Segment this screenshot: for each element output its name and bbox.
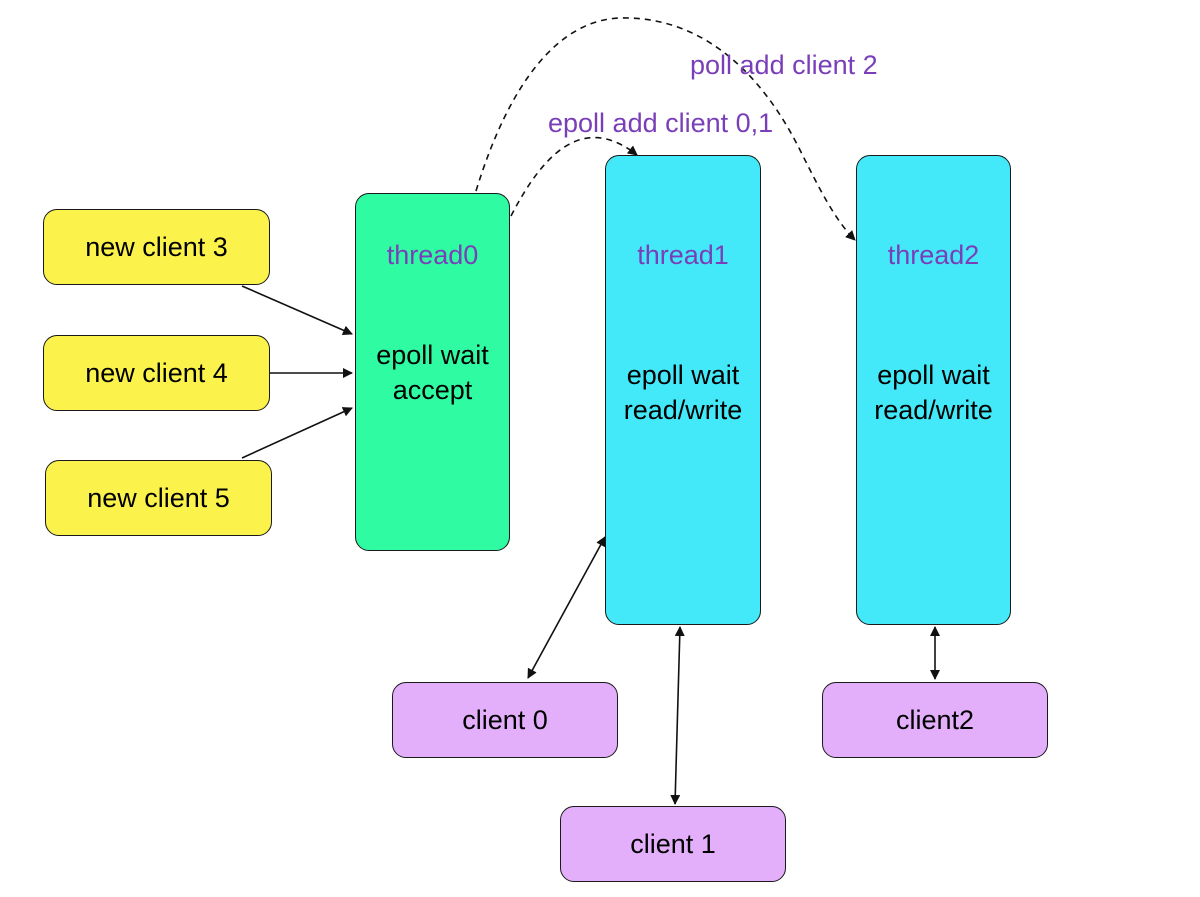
client-0-label: client 0: [462, 704, 548, 735]
thread2-name: thread2: [887, 240, 980, 270]
new-client-4-label: new client 4: [85, 357, 228, 388]
dashed-arrow-thread0-to-thread2: [475, 17, 856, 241]
new-client-5-box: new client 5: [45, 460, 272, 536]
new-client-4-box: new client 4: [43, 335, 270, 411]
edge-label-epoll-add-client-0-1: epoll add client 0,1: [548, 108, 774, 138]
arrow-client1-thread1: [670, 626, 685, 805]
arrow-new-client-3-to-thread0: [241, 285, 353, 335]
dashed-arrow-thread0-to-thread1: [510, 136, 638, 217]
client-1-box: client 1: [560, 806, 786, 882]
thread2-box: thread2 epoll wait read/write: [856, 155, 1011, 625]
client-2-box: client2: [822, 682, 1048, 758]
thread1-box: thread1 epoll wait read/write: [605, 155, 761, 625]
new-client-3-box: new client 3: [43, 209, 270, 285]
thread2-role: epoll wait read/write: [874, 360, 993, 425]
thread0-name: thread0: [386, 240, 479, 270]
client-2-label: client2: [895, 704, 975, 735]
new-client-3-label: new client 3: [85, 231, 228, 262]
arrow-new-client-5-to-thread0: [241, 407, 353, 459]
edge-label-poll-add-client-2: poll add client 2: [690, 50, 878, 80]
thread0-box: thread0 epoll wait accept: [355, 193, 510, 551]
arrow-client0-thread1: [527, 536, 606, 679]
client-0-box: client 0: [392, 682, 618, 758]
new-client-5-label: new client 5: [87, 482, 230, 513]
thread0-role: epoll wait accept: [376, 340, 489, 405]
thread1-name: thread1: [637, 240, 729, 270]
thread1-role: epoll wait read/write: [623, 360, 743, 425]
client-1-label: client 1: [630, 828, 716, 859]
